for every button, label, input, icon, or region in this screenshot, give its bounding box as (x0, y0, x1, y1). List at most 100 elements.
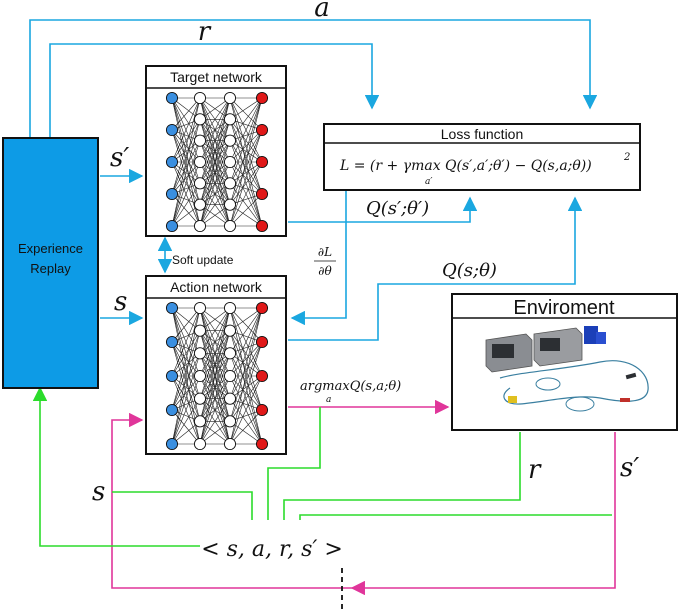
label-s-bottom: s (92, 477, 105, 507)
edge-qaction-to-loss (288, 196, 583, 341)
input-node (165, 91, 179, 105)
network-edge (229, 341, 263, 377)
network-edge (229, 375, 263, 445)
environment-box[interactable]: Enviroment (451, 293, 678, 431)
network-edge (229, 204, 263, 227)
network-edge (199, 97, 231, 141)
network-edge (229, 409, 263, 445)
hidden-node (223, 347, 237, 360)
hidden-node (193, 91, 207, 105)
output-node (255, 369, 269, 383)
input-node (165, 301, 179, 315)
network-edge (199, 398, 231, 445)
hidden-node (223, 113, 237, 126)
label-argmax-sub: a (326, 395, 331, 405)
network-edge (199, 307, 231, 399)
hidden-node (193, 324, 207, 337)
experience-replay-line1: Experience (18, 241, 83, 256)
network-edge (171, 97, 201, 163)
network-edge (229, 183, 263, 227)
network-edge (171, 97, 201, 195)
green-flows (32, 386, 612, 547)
hidden-node (193, 177, 207, 190)
label-gradient-num: ∂L (318, 245, 332, 259)
edge-a-to-tuple (267, 407, 321, 520)
output-node (255, 123, 269, 137)
hidden-node (193, 392, 207, 405)
network-edge (229, 161, 263, 227)
network-edge (199, 97, 231, 205)
edge-s-to-tuple (112, 491, 253, 520)
input-node (165, 437, 179, 451)
network-edge (171, 330, 201, 377)
label-argmax: argmaxQ(s,a;θ) (300, 379, 401, 394)
network-edge (171, 161, 201, 195)
edge-r-replay-to-loss (49, 43, 380, 138)
action-network-box[interactable]: Action network (145, 275, 287, 455)
network-edge (229, 307, 263, 354)
loss-equation: L = (r + γmax Q(s′,a′;θ′) − Q(s,a;θ)) (339, 158, 592, 174)
network-edge (199, 353, 231, 445)
network-edge (199, 421, 231, 445)
network-edge (229, 375, 263, 422)
edge-tuple-to-replay (32, 386, 200, 547)
experience-replay-box[interactable]: Experience Replay (2, 137, 99, 389)
loss-function-box[interactable]: Loss function L = (r + γmax Q(s′,a′;θ′) … (323, 123, 641, 191)
hidden-node (223, 198, 237, 211)
network-edge (229, 341, 263, 422)
output-node (255, 335, 269, 349)
label-a-top: a (314, 0, 330, 23)
network-edge (229, 129, 263, 163)
edge-sprime-env-loop (350, 432, 616, 596)
network-edge (199, 307, 231, 377)
hidden-node (193, 219, 207, 233)
hidden-node (193, 369, 207, 383)
network-edge (199, 307, 231, 354)
network-edge (229, 97, 263, 163)
hidden-node (223, 219, 237, 233)
network-edge (171, 119, 201, 195)
label-q-action: Q(s;θ) (442, 260, 497, 281)
action-network-title: Action network (170, 279, 263, 295)
environment-title: Enviroment (513, 297, 615, 319)
network-edge (229, 129, 263, 205)
network-edge (199, 119, 231, 227)
network-edge (229, 161, 263, 205)
input-node (165, 155, 179, 169)
network-edge (229, 97, 263, 184)
network-edge (199, 307, 231, 422)
output-node (255, 91, 269, 105)
label-gradient-den: ∂θ (318, 264, 332, 278)
network-edge (171, 97, 201, 131)
hidden-node (193, 347, 207, 360)
network-edge (229, 421, 263, 445)
network-edge (229, 375, 263, 399)
network-edge (199, 97, 231, 120)
network-edge (229, 307, 263, 399)
network-edge (171, 119, 201, 163)
network-edge (229, 129, 263, 184)
network-edge (229, 161, 263, 184)
network-edge (229, 97, 263, 131)
network-edge (171, 140, 201, 195)
hidden-node (193, 155, 207, 169)
loss-equation-sup: 2 (623, 152, 630, 163)
network-edge (199, 97, 231, 163)
network-edge (199, 97, 231, 184)
hidden-node (193, 198, 207, 211)
network-edge (229, 341, 263, 399)
label-tuple: < s, a, r, s′ > (201, 537, 343, 562)
network-edge (171, 307, 201, 354)
network-edge (171, 353, 201, 445)
target-network-box[interactable]: Target network (145, 65, 287, 237)
network-edge (229, 341, 263, 445)
network-edge (199, 330, 231, 445)
label-s-left: s (114, 287, 127, 317)
hidden-node (223, 301, 237, 315)
label-sprime-left: s′ (110, 143, 129, 173)
magenta-flows (111, 399, 616, 596)
soft-update-label: Soft update (172, 253, 234, 267)
label-r-top: r (198, 17, 212, 47)
output-node (255, 187, 269, 201)
